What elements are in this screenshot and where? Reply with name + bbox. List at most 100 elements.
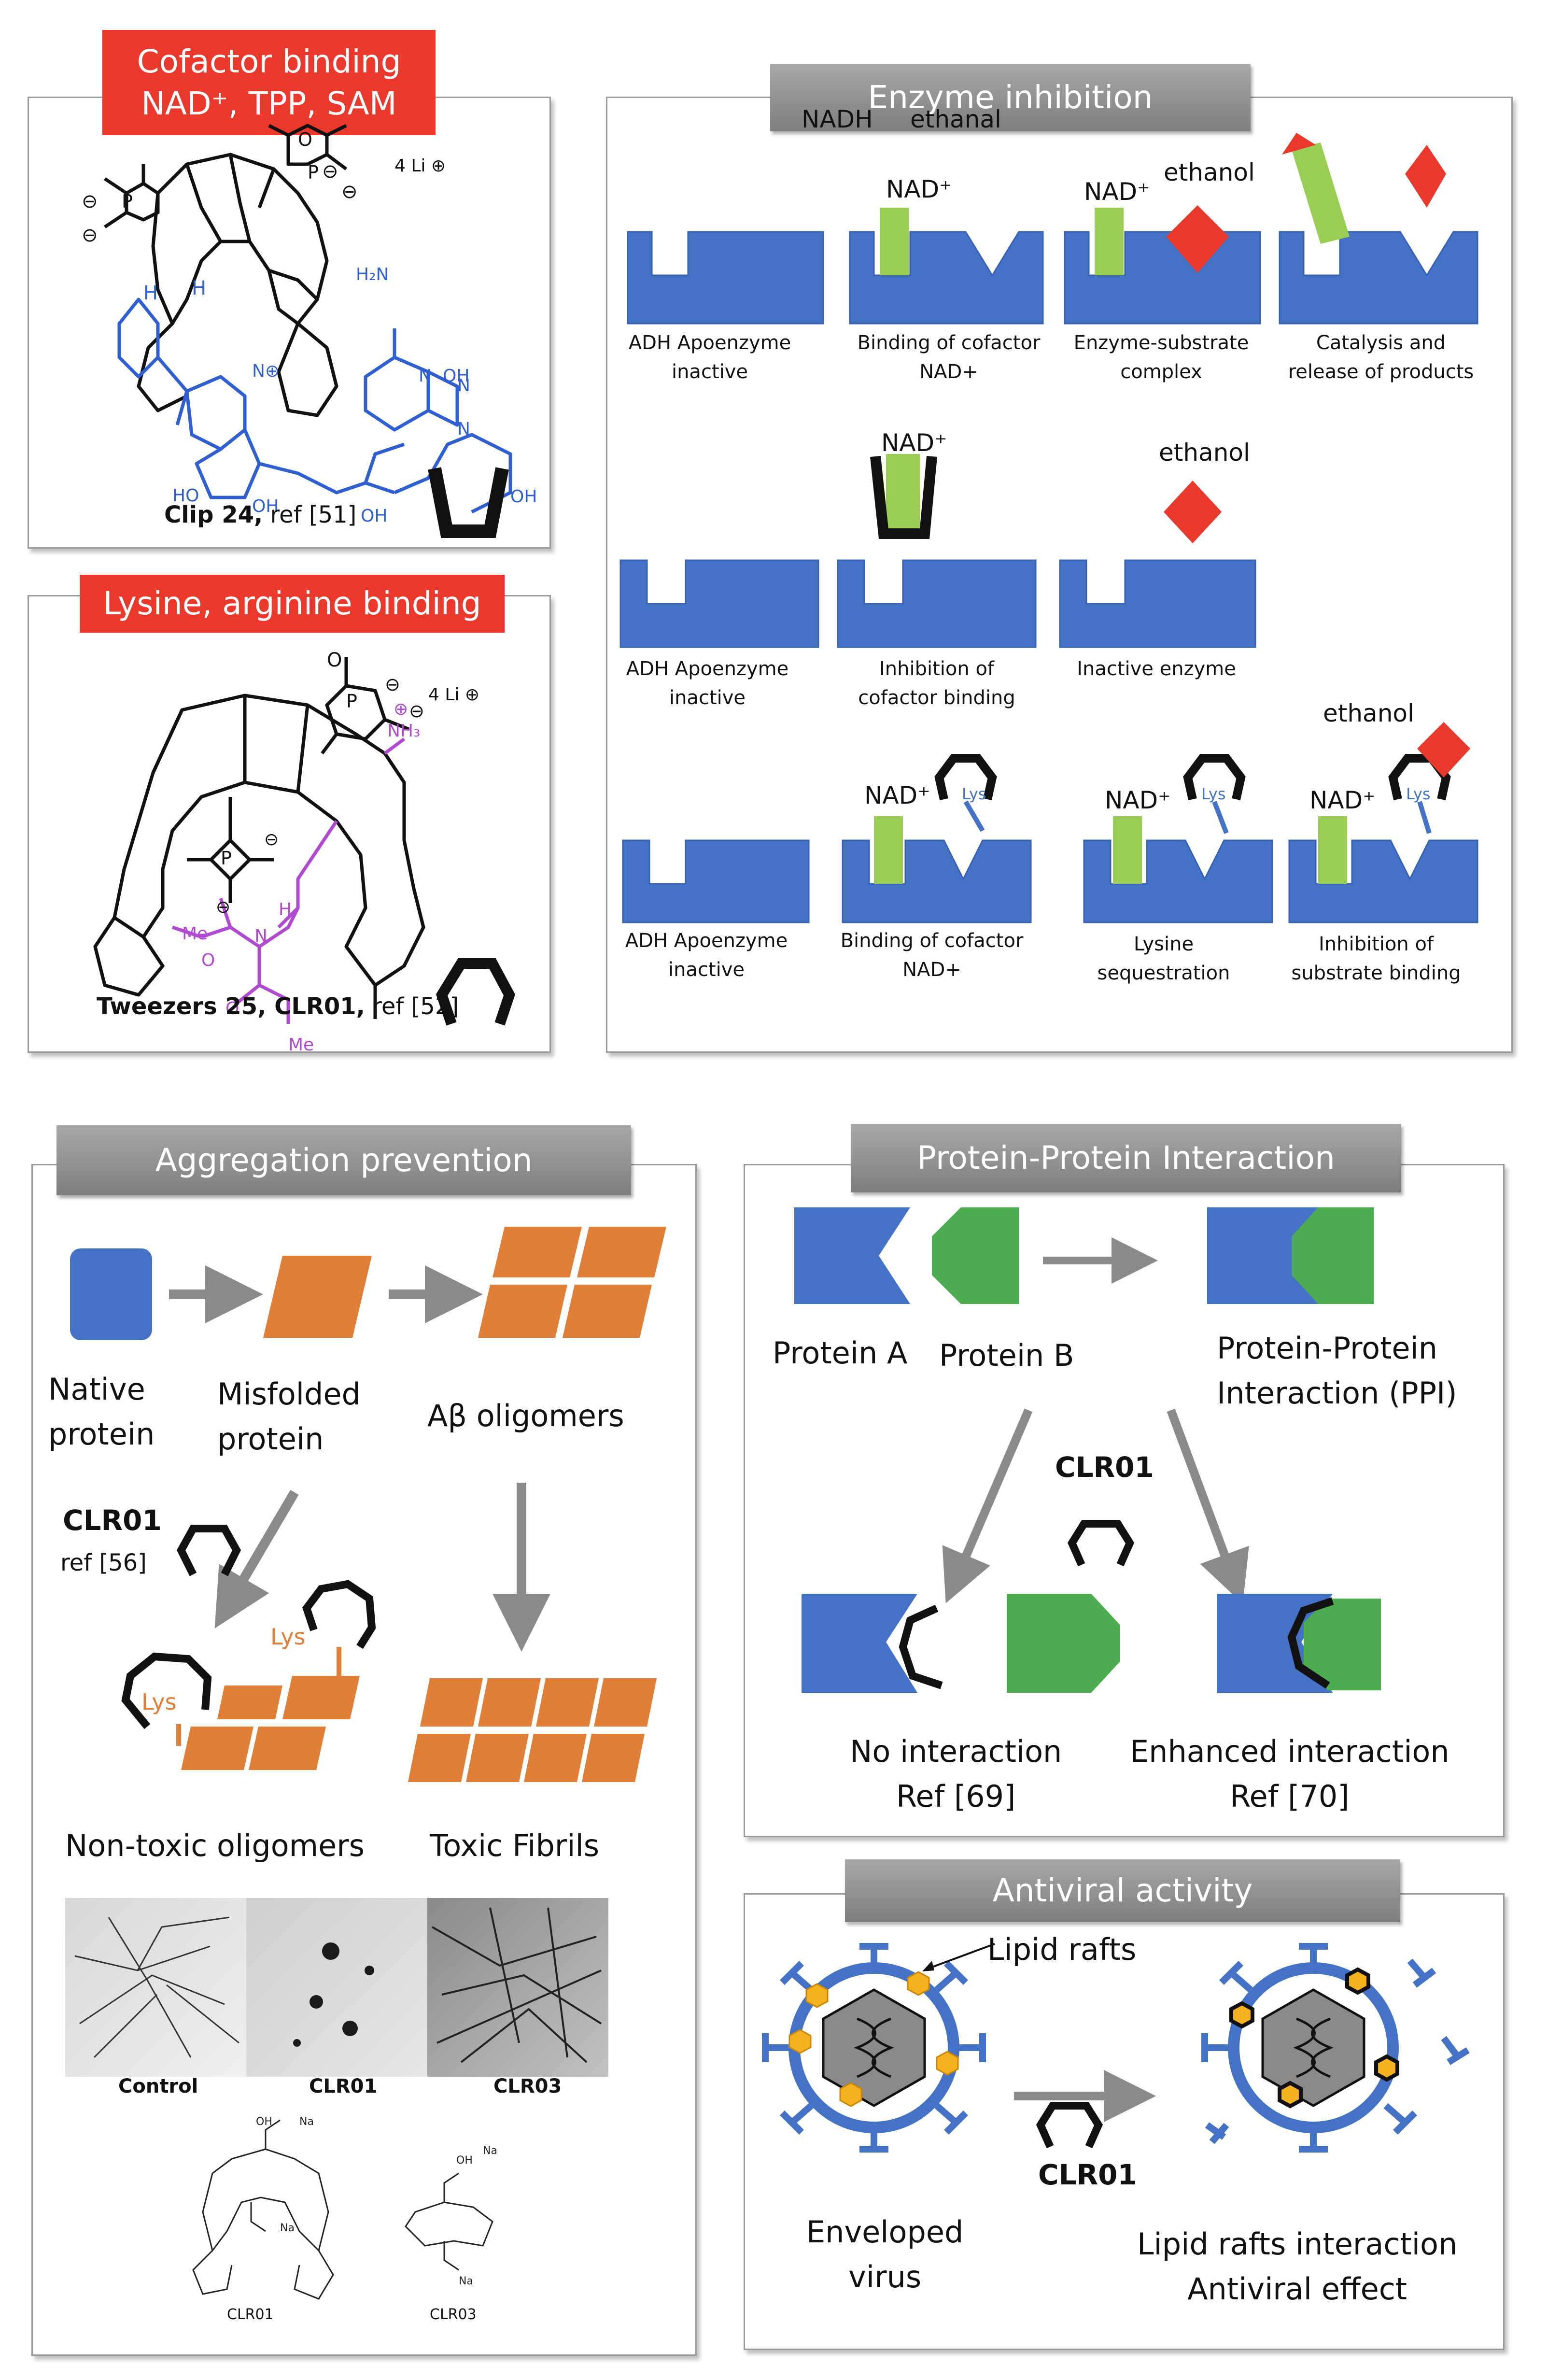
- cofactor-title-line2: NAD⁺, TPP, SAM: [141, 85, 397, 122]
- apoenzyme-1: [627, 231, 824, 325]
- antiviral-header: Antiviral activity: [845, 1859, 1400, 1922]
- no-interaction-label: No interaction Ref [69]: [850, 1729, 1062, 1819]
- apoenzyme-3: [622, 839, 810, 923]
- svg-text:H: H: [143, 282, 158, 304]
- ppi-label-line2: Interaction (PPI): [1217, 1375, 1457, 1411]
- misfolded-protein-label: Misfolded protein: [217, 1372, 361, 1461]
- ethanal-product: [1405, 145, 1446, 208]
- ab-oligomers: [478, 1227, 666, 1338]
- no-interaction-line2: Ref [69]: [896, 1779, 1016, 1814]
- ethanol-substrate-3: [1417, 722, 1470, 778]
- clr01-image: [246, 1898, 427, 2077]
- nad-label-2: NAD⁺: [1084, 178, 1150, 206]
- clr01-bound-enh: [1287, 1597, 1334, 1689]
- clr01-label-ppi: CLR01: [1055, 1451, 1154, 1484]
- svg-text:⊖: ⊖: [82, 190, 98, 212]
- lysine-title: Lysine, arginine binding: [103, 585, 481, 623]
- antiviral-diagram: [762, 1943, 1470, 2153]
- svg-text:P: P: [308, 162, 319, 183]
- svg-text:P: P: [122, 191, 133, 212]
- treated-virus: [1201, 1943, 1470, 2153]
- svg-text:N⊕: N⊕: [252, 361, 280, 381]
- svg-text:P: P: [221, 848, 232, 869]
- clr01-mol-na: Na: [299, 2116, 314, 2128]
- lipid-rafts-label: Lipid rafts: [987, 1932, 1137, 1967]
- clr03-mol-label: CLR03: [430, 2306, 477, 2323]
- nad-cofactor-5: [1318, 816, 1347, 884]
- enzyme-row2: [619, 454, 1256, 648]
- lysine-h-label: H: [279, 900, 292, 920]
- protein-b: [932, 1207, 1019, 1304]
- cofactor-ho-label: HO: [172, 486, 199, 506]
- lysine-o-label: O: [201, 950, 215, 970]
- nad-label-5: NAD⁺: [1105, 786, 1171, 814]
- ethanol-label-2: ethanol: [1159, 439, 1250, 467]
- svg-text:Na: Na: [459, 2275, 473, 2287]
- lys-label-agg-1: Lys: [141, 1689, 177, 1715]
- nad-cofactor-1: [880, 208, 909, 275]
- aggregation-title: Aggregation prevention: [155, 1141, 533, 1179]
- enzyme-row3: [622, 722, 1478, 923]
- control-image: [65, 1898, 246, 2077]
- clr03-image-label: CLR03: [493, 2075, 562, 2097]
- cofactor-h-label: H: [192, 277, 206, 299]
- nad-cofactor-2: [1095, 208, 1124, 275]
- misfolded-label-line2: protein: [217, 1421, 324, 1457]
- cofactor-caption: Clip 24, ref [51]: [164, 497, 356, 532]
- lysine-caption: Tweezers 25, CLR01, ref [52]: [97, 989, 459, 1024]
- svg-text:⊖: ⊖: [82, 224, 98, 246]
- svg-text:N: N: [457, 419, 470, 439]
- svg-text:N: N: [457, 376, 470, 396]
- toxic-fibrils: [408, 1678, 657, 1782]
- row2-label-3: Inactive enzyme: [1057, 654, 1255, 683]
- cofactor-title-line1: Cofactor binding: [137, 42, 401, 80]
- nad-label-1: NAD⁺: [886, 175, 952, 203]
- oligomers-label: Aβ oligomers: [427, 1398, 624, 1433]
- svg-text:4 Li ⊕: 4 Li ⊕: [394, 156, 446, 176]
- lysine-panel: [28, 595, 551, 1053]
- clr01-icon-ppi: [1067, 1520, 1135, 1567]
- nad-label-6: NAD⁺: [1309, 786, 1376, 814]
- tweezer-icon: [436, 958, 515, 1026]
- clr01-icon: [176, 1525, 241, 1576]
- nad-label-3: NAD⁺: [881, 429, 947, 457]
- antiviral-result-label: Lipid rafts interaction Antiviral effect: [1137, 2222, 1457, 2311]
- nadh-red-tip: [1282, 133, 1316, 155]
- nad-cofactor-3: [874, 816, 903, 884]
- protein-a-label: Protein A: [773, 1335, 908, 1371]
- clr01-label-antiviral: CLR01: [1038, 2158, 1137, 2191]
- blocked-nad: [886, 454, 920, 538]
- svg-text:O: O: [327, 649, 342, 671]
- clr01-bound-a: [899, 1604, 943, 1689]
- clip-24-molecule: ⊖ ⊖ ⊖ ⊖ 4 Li ⊕ O P P H₂N N⊕ N N N OH OH …: [82, 124, 537, 526]
- native-label-line1: Native: [48, 1372, 145, 1407]
- lys-label-1: Lys: [962, 785, 986, 803]
- lysine-header: Lysine, arginine binding: [80, 575, 505, 633]
- cofactor-caption-name: Clip 24,: [164, 501, 263, 528]
- svg-text:⊖: ⊖: [385, 674, 400, 695]
- ppi-label-line1: Protein-Protein: [1217, 1331, 1438, 1366]
- aggregation-header: Aggregation prevention: [56, 1125, 631, 1195]
- ppi-diagram: [794, 1207, 1381, 1693]
- svg-text:Na: Na: [280, 2222, 295, 2234]
- misfolded-label-line1: Misfolded: [217, 1376, 361, 1412]
- nad-cofactor-4: [1113, 816, 1142, 884]
- native-label-line2: protein: [48, 1417, 155, 1452]
- cofactor-header: Cofactor binding NAD⁺, TPP, SAM: [102, 30, 436, 135]
- lys-label-2: Lys: [1201, 785, 1226, 803]
- enh-protein-b: [1304, 1599, 1381, 1690]
- enhanced-interaction-line2: Ref [70]: [1230, 1779, 1350, 1814]
- clr01-label-agg: CLR01: [63, 1504, 162, 1537]
- svg-text:OH: OH: [456, 2154, 473, 2167]
